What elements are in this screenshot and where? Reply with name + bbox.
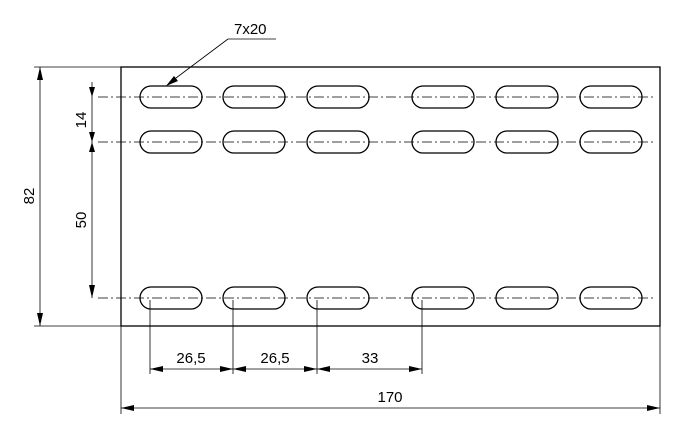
dim-column-pitches: 26,5 26,5 33 — [149, 300, 423, 374]
arrowhead — [409, 366, 422, 372]
arrowhead — [233, 366, 246, 372]
dim-label-50: 50 — [73, 212, 90, 229]
callout-arrowhead — [166, 76, 178, 86]
slot — [495, 286, 559, 310]
slot — [222, 286, 286, 310]
arrowhead — [317, 366, 330, 372]
callout-label: 7x20 — [234, 21, 267, 38]
arrowhead — [89, 132, 95, 142]
slot — [306, 130, 370, 154]
dim-label-82: 82 — [21, 188, 38, 205]
arrowhead — [89, 285, 95, 298]
callout-leader — [167, 38, 229, 85]
slot — [222, 130, 286, 154]
slot-grid — [139, 85, 643, 310]
dim-label-170: 170 — [377, 389, 402, 406]
dim-row-spacing: 14 50 — [73, 82, 95, 298]
slot — [579, 286, 643, 310]
slot — [411, 85, 475, 109]
slot-centerlines — [98, 96, 655, 299]
slot — [306, 85, 370, 109]
dim-overall-height: 82 — [21, 66, 121, 327]
dim-label-14: 14 — [73, 112, 90, 129]
dim-label-26-5-second: 26,5 — [260, 350, 289, 367]
arrowhead — [121, 405, 134, 411]
arrowhead — [304, 366, 317, 372]
dim-overall-length: 170 — [120, 326, 661, 414]
slot — [411, 286, 475, 310]
slot — [139, 85, 203, 109]
arrowhead — [89, 142, 95, 152]
slot — [222, 85, 286, 109]
slot — [306, 286, 370, 310]
arrowhead — [647, 405, 660, 411]
slot — [579, 130, 643, 154]
slot — [579, 85, 643, 109]
slot — [139, 286, 203, 310]
slot — [495, 130, 559, 154]
arrowhead — [89, 87, 95, 97]
arrowhead — [150, 366, 163, 372]
slot — [411, 130, 475, 154]
dim-label-26-5-first: 26,5 — [176, 350, 205, 367]
slot — [139, 130, 203, 154]
dim-label-33: 33 — [362, 350, 379, 367]
slot-callout: 7x20 — [166, 21, 276, 86]
slot — [495, 85, 559, 109]
plate-outline — [120, 66, 661, 327]
arrowhead — [37, 313, 43, 326]
arrowhead — [37, 67, 43, 80]
arrowhead — [220, 366, 233, 372]
